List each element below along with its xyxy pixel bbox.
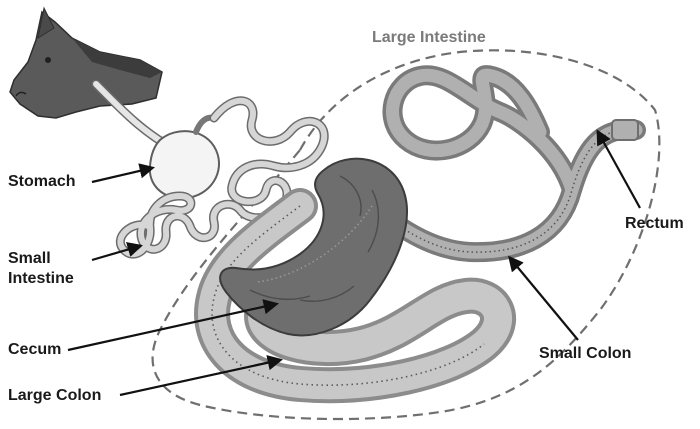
horse-head bbox=[10, 8, 162, 118]
small-colon-arrow bbox=[510, 258, 578, 340]
rectum-organ bbox=[612, 120, 638, 140]
small-intestine-label: Small Intestine bbox=[8, 249, 74, 289]
cecum-arrow bbox=[68, 304, 276, 350]
large-intestine-label: Large Intestine bbox=[372, 28, 486, 48]
rectum-arrow bbox=[598, 132, 640, 208]
stomach-label: Stomach bbox=[8, 172, 76, 192]
stomach-arrow bbox=[92, 168, 152, 182]
small-intestine-label-line2: Intestine bbox=[8, 269, 74, 289]
small-colon-label: Small Colon bbox=[539, 344, 631, 364]
small-intestine-label-line1: Small bbox=[8, 249, 74, 269]
cecum-label: Cecum bbox=[8, 340, 61, 360]
rectum-label: Rectum bbox=[625, 214, 684, 234]
stomach-organ bbox=[150, 131, 219, 198]
horse-eye bbox=[45, 57, 51, 63]
large-colon-label: Large Colon bbox=[8, 386, 101, 406]
